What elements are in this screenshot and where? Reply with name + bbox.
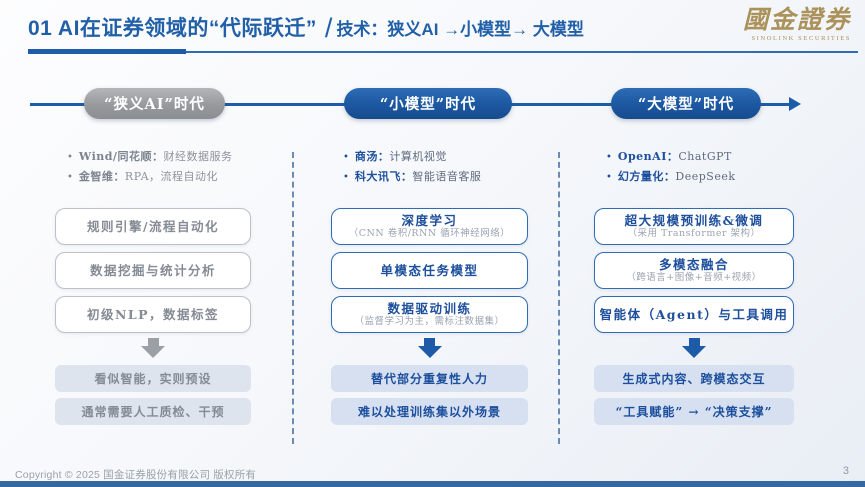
capability-box: 数据驱动训练 （监督学习为主，需标注数据集） <box>331 296 528 333</box>
title-main: 01 AI在证券领域的“代际跃迁” <box>28 17 317 40</box>
outcome-box: 通常需要人工质检、干预 <box>55 398 251 425</box>
list-item: • 金智维：RPA，流程自动化 <box>67 167 232 187</box>
examples-list: • OpenAI：ChatGPT • 幻方量化：DeepSeek <box>606 147 736 187</box>
box-title: 超大规模预训练&微调 <box>624 213 764 228</box>
timeline-stage-large-model: “大模型”时代 <box>611 88 761 119</box>
copyright-text: Copyright © 2025 国金证券股份有限公司 版权所有 <box>15 469 257 481</box>
title-underline-thin <box>186 51 858 53</box>
timeline-arrow-icon <box>789 97 801 111</box>
column-large-model: • OpenAI：ChatGPT • 幻方量化：DeepSeek 超大规模预训练&微… <box>594 142 794 442</box>
bullet-name: Wind/同花顺： <box>78 150 164 163</box>
bullet-dot-icon: • <box>67 152 73 163</box>
down-arrow-icon <box>417 338 442 358</box>
box-title: 深度学习 <box>401 213 458 228</box>
column-divider <box>558 152 560 444</box>
bullet-name: 科大讯飞： <box>354 170 413 183</box>
list-item: • 幻方量化：DeepSeek <box>606 167 736 187</box>
box-subtitle: （CNN 卷积/RNN 循环神经网络） <box>348 228 511 239</box>
list-item: • Wind/同花顺：财经数据服务 <box>67 147 232 167</box>
bullet-desc: 计算机视觉 <box>389 150 447 163</box>
outcome-box: 难以处理训练集以外场景 <box>331 398 528 425</box>
title-subtitle: 技术：狭义AI →小模型→ 大模型 <box>336 20 584 39</box>
logo-subtext: SINOLINK SECURITIES <box>751 35 851 42</box>
box-subtitle: （采用 Transformer 架构） <box>627 228 761 239</box>
list-item: • 商汤：计算机视觉 <box>343 147 481 167</box>
down-arrow-icon <box>682 338 706 358</box>
bullet-dot-icon: • <box>343 152 349 163</box>
examples-list: • Wind/同花顺：财经数据服务 • 金智维：RPA，流程自动化 <box>67 147 232 187</box>
company-logo: 國金證券 SINOLINK SECURITIES <box>742 5 851 43</box>
outcome-box: 生成式内容、跨模态交互 <box>594 365 794 392</box>
capability-box: 初级NLP，数据标签 <box>55 296 251 333</box>
bullet-name: 金智维： <box>78 170 125 183</box>
box-title: 智能体（Agent）与工具调用 <box>599 307 789 322</box>
list-item: • 科大讯飞：智能语音客服 <box>343 167 481 187</box>
examples-list: • 商汤：计算机视觉 • 科大讯飞：智能语音客服 <box>343 147 481 187</box>
bullet-desc: 智能语音客服 <box>412 170 482 183</box>
bullet-name: OpenAI： <box>617 150 679 163</box>
box-subtitle: （跨语言+图像+音频+视频） <box>626 272 762 283</box>
title-underline-thick <box>28 49 186 54</box>
bullet-dot-icon: • <box>606 172 612 183</box>
column-small-model: • 商汤：计算机视觉 • 科大讯飞：智能语音客服 深度学习 （CNN 卷积/RNN … <box>331 142 528 442</box>
capability-box: 规则引擎/流程自动化 <box>55 208 251 245</box>
box-title: 单模态任务模型 <box>380 263 479 278</box>
page-number: 3 <box>842 465 849 477</box>
timeline-stage-narrow-ai: “狭义AI”时代 <box>84 88 225 119</box>
outcome-box: 替代部分重复性人力 <box>331 365 528 392</box>
column-divider <box>292 152 294 444</box>
bullet-name: 商汤： <box>354 150 390 163</box>
bullet-desc: RPA，流程自动化 <box>124 170 219 183</box>
page-title: 01 AI在证券领域的“代际跃迁” / 技术：狭义AI →小模型→ 大模型 <box>28 11 584 43</box>
column-narrow-ai: • Wind/同花顺：财经数据服务 • 金智维：RPA，流程自动化 规则引擎/流程自… <box>55 142 251 442</box>
capability-box: 单模态任务模型 <box>331 252 528 289</box>
bullet-desc: ChatGPT <box>678 150 732 163</box>
bullet-name: 幻方量化： <box>617 170 676 183</box>
bullet-dot-icon: • <box>606 152 612 163</box>
capability-box: 智能体（Agent）与工具调用 <box>594 296 794 333</box>
down-arrow-icon <box>141 338 165 358</box>
timeline-stage-small-model: “小模型”时代 <box>344 88 512 119</box>
capability-box: 超大规模预训练&微调 （采用 Transformer 架构） <box>594 208 794 245</box>
capability-box: 多模态融合 （跨语言+图像+音频+视频） <box>594 252 794 289</box>
bullet-desc: 财经数据服务 <box>163 150 233 163</box>
logo-text: 國金證券 <box>742 5 851 34</box>
capability-box: 数据挖掘与统计分析 <box>55 252 251 289</box>
outcome-box: “工具赋能” → “决策支撑” <box>594 398 794 425</box>
capability-box: 深度学习 （CNN 卷积/RNN 循环神经网络） <box>331 208 528 245</box>
box-title: 初级NLP，数据标签 <box>86 307 220 322</box>
bullet-dot-icon: • <box>343 172 349 183</box>
box-title: 数据驱动训练 <box>387 301 472 316</box>
bottom-accent-bar <box>0 481 865 487</box>
bullet-desc: DeepSeek <box>675 170 736 183</box>
list-item: • OpenAI：ChatGPT <box>606 147 736 167</box>
box-title: 数据挖掘与统计分析 <box>89 263 216 278</box>
box-title: 多模态融合 <box>658 257 729 272</box>
title-slash: / <box>324 13 333 43</box>
box-title: 规则引擎/流程自动化 <box>86 219 220 234</box>
outcome-box: 看似智能，实则预设 <box>55 365 251 392</box>
bullet-dot-icon: • <box>67 172 73 183</box>
box-subtitle: （监督学习为主，需标注数据集） <box>354 316 505 327</box>
